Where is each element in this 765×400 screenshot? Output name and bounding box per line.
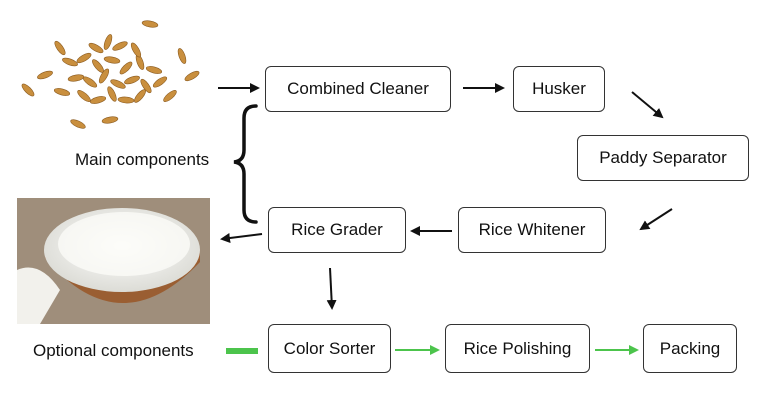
arrow-grader-to-rice-bowl [220, 233, 263, 243]
arrow-husker-to-separator [631, 91, 664, 119]
rice-grader-box: Rice Grader [268, 207, 406, 253]
arrow-separator-to-whitener [639, 208, 673, 231]
combined-cleaner-box: Combined Cleaner [265, 66, 451, 112]
color-sorter-box: Color Sorter [268, 324, 391, 373]
optional-components-label: Optional components [33, 341, 194, 360]
main-components-brace [233, 104, 258, 224]
packing-box: Packing [643, 324, 737, 373]
paddy-separator-box: Paddy Separator [577, 135, 749, 181]
paddy-grains-image [15, 15, 210, 135]
rice-whitener-box: Rice Whitener [458, 207, 606, 253]
rice-polishing-box: Rice Polishing [445, 324, 590, 373]
rice-bowl-image [17, 198, 210, 324]
optional-legend-swatch [226, 348, 258, 354]
arrow-grader-to-color-sorter [326, 267, 337, 310]
main-components-label: Main components [75, 150, 210, 169]
husker-box: Husker [513, 66, 605, 112]
